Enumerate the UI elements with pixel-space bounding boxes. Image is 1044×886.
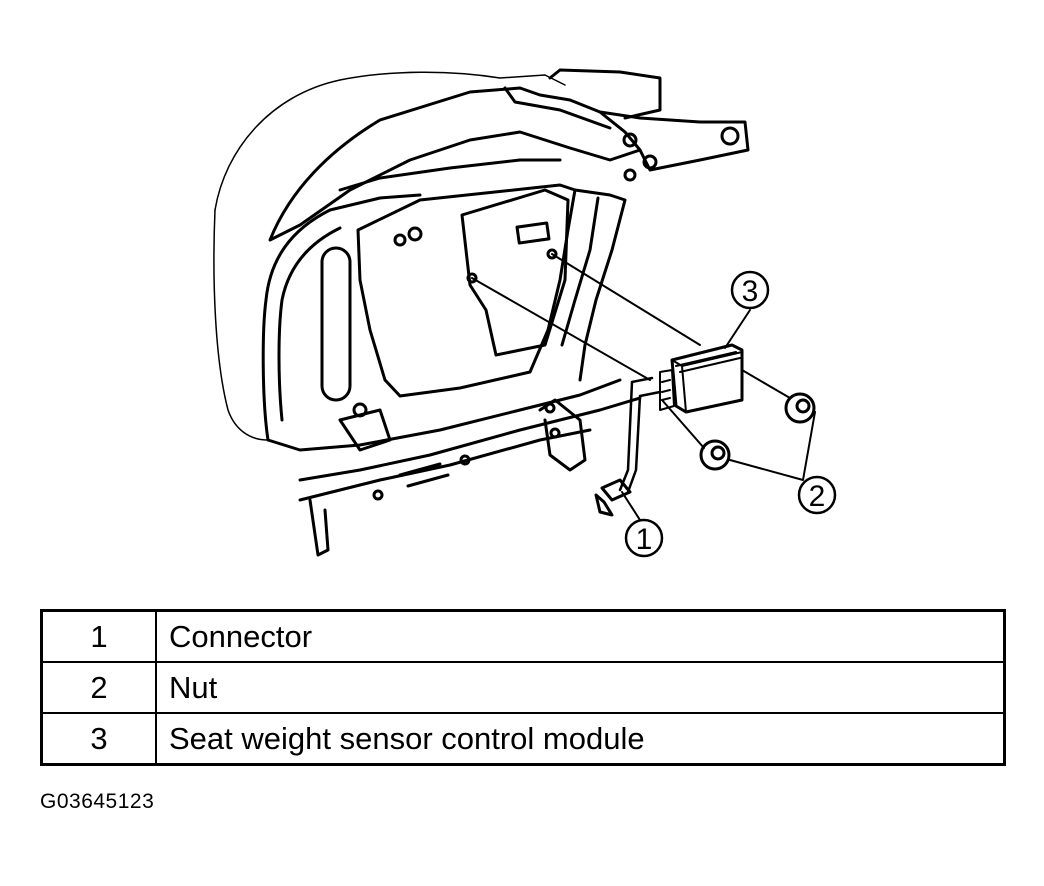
frame-nut [407,226,423,242]
callout-circle-1 [624,518,664,558]
seat-leg [308,498,330,557]
nut-part [699,439,731,471]
legend-number: 3 [40,712,157,766]
wire-harness [618,376,662,494]
table-row: 2 Nut [40,661,1006,714]
control-module-top [671,351,743,413]
table-row: 3 Seat weight sensor control module [40,712,1006,766]
seat-frame-right-inner [560,196,600,347]
legend-label: Connector [155,609,1006,663]
seat-bracket-right [598,110,750,172]
nut-part-inner [710,445,726,461]
seat-cushion-rear [213,209,269,441]
legend-number: 2 [40,661,157,714]
bracket-hole [720,126,740,146]
callout-circle-3 [730,270,770,310]
control-module-connector [659,369,675,411]
mounting-plate [460,188,570,357]
seat-frame-right [573,188,627,382]
seat-rail-slot [398,462,450,488]
frame-nut [642,154,658,170]
seat-frame-left [261,193,422,442]
mounting-stud-upper [546,248,558,260]
figure-code: G03645123 [40,790,155,813]
frame-nut [544,402,556,414]
nut-leader-lower [661,399,705,449]
callout-1-leader [621,491,641,521]
mounting-stud-lower [466,272,478,284]
nut-leader-upper [741,369,791,399]
seat-rail-lower-2 [298,396,642,482]
seat-pan [356,183,577,398]
callout-label-1: 1 [636,523,653,556]
seat-frame-slot [320,246,352,402]
callout-label-3: 3 [742,275,759,308]
seat-frame-left-inner [277,226,342,422]
diagram-illustration: 1 2 3 [213,68,837,558]
leader-line-lower [471,277,651,381]
seat-frame-upper [268,86,642,242]
frame-nut [393,233,407,247]
nut-part [784,392,816,424]
frame-nut [459,454,471,466]
seat-rail-lower [266,378,622,452]
frame-nut [622,132,638,148]
frame-nut [549,427,561,439]
seat-sensor-diagram: 1 2 3 [213,68,837,558]
parts-legend-table: 1 Connector 2 Nut 3 Seat weight sensor c… [40,609,1006,766]
frame-nut [623,168,637,182]
control-module [670,343,744,414]
legend-label: Seat weight sensor control module [155,712,1006,766]
seat-rail-front [538,398,587,472]
seat-cushion-outline [214,71,566,211]
frame-rail-top [503,86,612,130]
table-row: 1 Connector [40,609,1006,663]
bracket-upper-tab [548,68,662,120]
frame-rail-top-2 [338,158,562,192]
callout-label-2: 2 [809,480,826,513]
callout-2-leader [729,411,816,481]
nut-part-inner [795,398,811,414]
callout-3-leader [724,309,751,349]
leader-line-upper [551,253,701,346]
frame-nut [352,402,368,418]
legend-label: Nut [155,661,1006,714]
frame-nut [372,489,384,501]
mounting-plate-label [515,221,551,245]
legend-number: 1 [40,609,157,663]
connector-part [594,478,632,517]
callout-circle-2 [797,475,837,515]
